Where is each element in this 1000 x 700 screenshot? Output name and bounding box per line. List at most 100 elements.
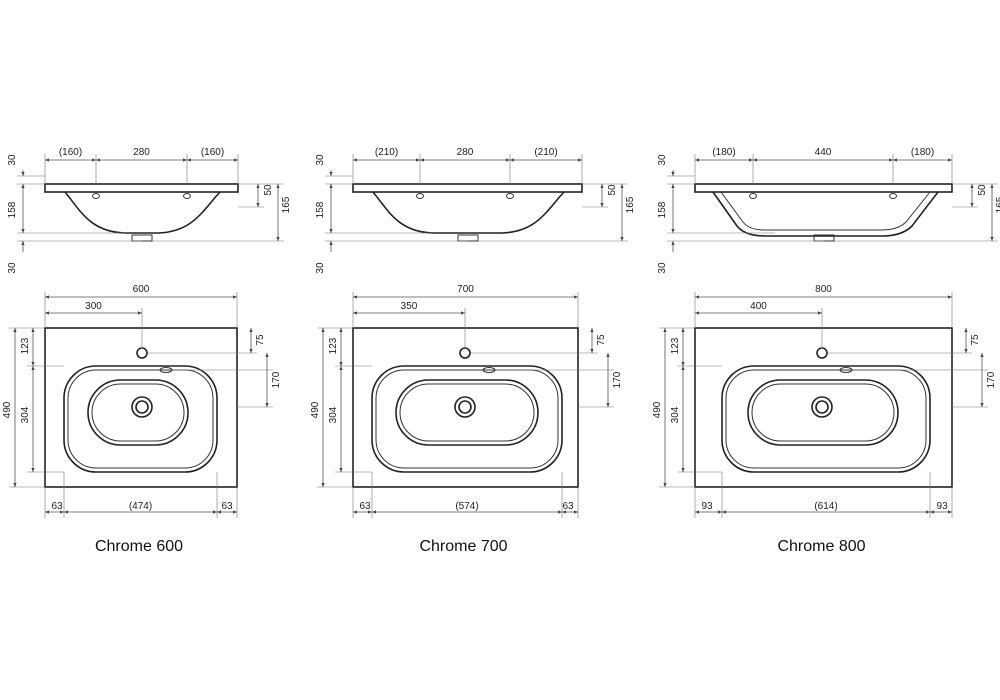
label-bowl-width: (474): [129, 501, 152, 512]
basin-oval-inner: [751, 383, 895, 442]
dimension-arrowhead: [21, 184, 25, 188]
dimension-arrowhead: [339, 362, 343, 366]
bowl-inner-edge: [725, 369, 927, 469]
dimension-arrowhead: [574, 510, 578, 514]
dimension-arrowhead: [339, 366, 343, 370]
dimension-arrowhead: [718, 510, 722, 514]
dimension-arrowhead: [671, 184, 675, 188]
dimension-arrowhead: [64, 510, 68, 514]
dimension-arrowhead: [321, 328, 325, 332]
dimension-arrowhead: [45, 510, 49, 514]
bowl-inner-edge: [375, 369, 559, 469]
label-left-offset: (180): [712, 147, 735, 158]
label-drain-height: 30: [657, 262, 668, 274]
drain-center: [458, 400, 472, 414]
dimension-arrowhead: [329, 184, 333, 188]
label-overall-width: 800: [815, 284, 832, 295]
dimension-arrowhead: [930, 510, 934, 514]
dimension-arrowhead: [276, 237, 280, 241]
dimension-arrowhead: [21, 241, 25, 245]
label-side-left: 63: [51, 501, 63, 512]
dimension-arrowhead: [31, 468, 35, 472]
dimension-arrowhead: [321, 483, 325, 487]
basin-oval-inner: [91, 383, 185, 442]
label-bowl-depth: 304: [328, 406, 339, 423]
dimension-arrowhead: [893, 158, 897, 162]
label-rim-top: 30: [7, 154, 18, 166]
label-overall-depth: 490: [2, 401, 13, 418]
basin-oval-inner: [399, 383, 535, 442]
label-total-height: 165: [625, 196, 636, 213]
label-bowl-width: (574): [455, 501, 478, 512]
drain-center: [135, 400, 149, 414]
dimension-arrowhead: [926, 510, 930, 514]
dimension-arrowhead: [329, 241, 333, 245]
dimension-arrowhead: [663, 483, 667, 487]
label-left-offset: (160): [59, 147, 82, 158]
dimension-arrowhead: [980, 353, 984, 357]
dimension-arrowhead: [138, 311, 142, 315]
dimension-arrowhead: [21, 229, 25, 233]
dimension-arrowhead: [329, 229, 333, 233]
dimension-arrowhead: [990, 184, 994, 188]
label-rim-height: 50: [263, 184, 274, 196]
dimension-arrowhead: [970, 203, 974, 207]
dimension-arrowhead: [96, 158, 100, 162]
dimension-arrowhead: [620, 237, 624, 241]
label-side-left: 63: [359, 501, 371, 512]
drain-outlet: [457, 234, 479, 242]
dimension-arrowhead: [663, 328, 667, 332]
dimension-arrowhead: [590, 349, 594, 353]
dimension-arrowhead: [31, 328, 35, 332]
tap-hole: [136, 347, 148, 359]
label-drain-height: 30: [315, 262, 326, 274]
dimension-arrowhead: [606, 353, 610, 357]
label-tap-setback: 75: [970, 334, 981, 346]
dimension-arrowhead: [600, 184, 604, 188]
label-overall-depth: 490: [652, 401, 663, 418]
dimension-arrowhead: [353, 158, 357, 162]
dimension-arrowhead: [889, 158, 893, 162]
dimension-arrowhead: [948, 158, 952, 162]
dimension-arrowhead: [964, 349, 968, 353]
label-tap-offset: 350: [401, 301, 418, 312]
dimension-arrowhead: [558, 510, 562, 514]
sink-outline: [44, 327, 238, 488]
basin-oval: [395, 379, 539, 446]
sink-bowl-profile: [64, 191, 221, 234]
dimension-arrowhead: [353, 295, 357, 299]
dimension-arrowhead: [372, 510, 376, 514]
dimension-arrowhead: [948, 510, 952, 514]
label-side-right: 93: [936, 501, 948, 512]
label-side-right: 63: [221, 501, 233, 512]
label-bowl-depth: 304: [20, 406, 31, 423]
dimension-arrowhead: [234, 158, 238, 162]
dimension-arrowhead: [510, 158, 514, 162]
label-overflow: 170: [986, 371, 997, 388]
dimension-arrowhead: [681, 468, 685, 472]
sink-rim: [352, 183, 583, 193]
dimension-arrowhead: [578, 158, 582, 162]
label-bowl-depth: 158: [315, 201, 326, 218]
dimension-arrowhead: [420, 158, 424, 162]
dimension-arrowhead: [256, 184, 260, 188]
drain-ring: [131, 396, 153, 418]
sink-bowl-profile: [712, 191, 939, 237]
dimension-arrowhead: [92, 158, 96, 162]
label-bowl-depth: 304: [670, 406, 681, 423]
dimension-arrowhead: [265, 403, 269, 407]
label-overflow: 170: [612, 371, 623, 388]
tap-hole-left: [749, 193, 757, 199]
dimension-arrowhead: [970, 184, 974, 188]
bowl-outline: [63, 365, 218, 473]
sink-bowl-profile: [372, 191, 565, 234]
dimension-arrowhead: [980, 403, 984, 407]
label-bowl-width: (614): [814, 501, 837, 512]
dimension-arrowhead: [681, 366, 685, 370]
basin-oval: [87, 379, 189, 446]
dimension-arrowhead: [620, 184, 624, 188]
